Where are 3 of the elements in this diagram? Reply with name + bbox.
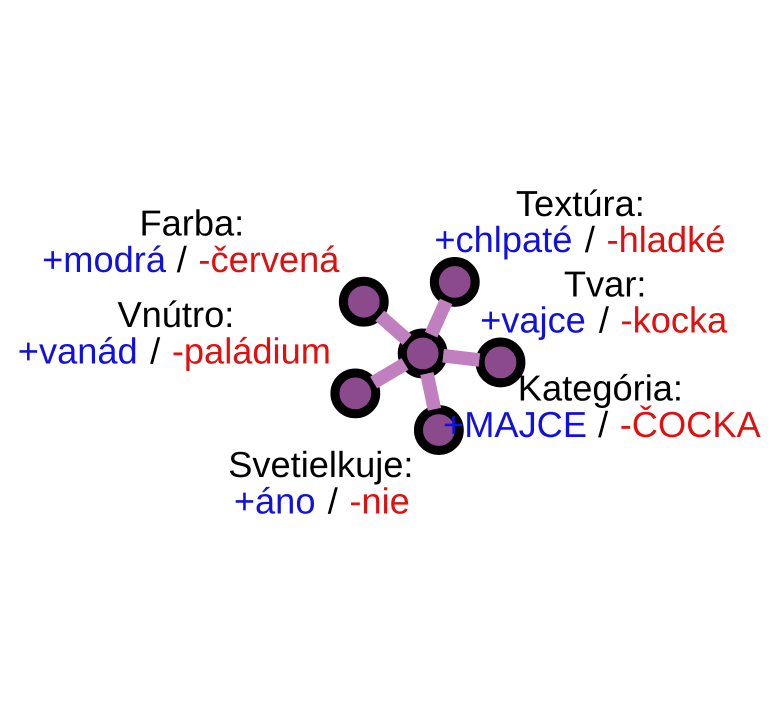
node-circle bbox=[398, 328, 448, 378]
node-circle bbox=[330, 368, 380, 418]
node-circle bbox=[338, 276, 389, 326]
